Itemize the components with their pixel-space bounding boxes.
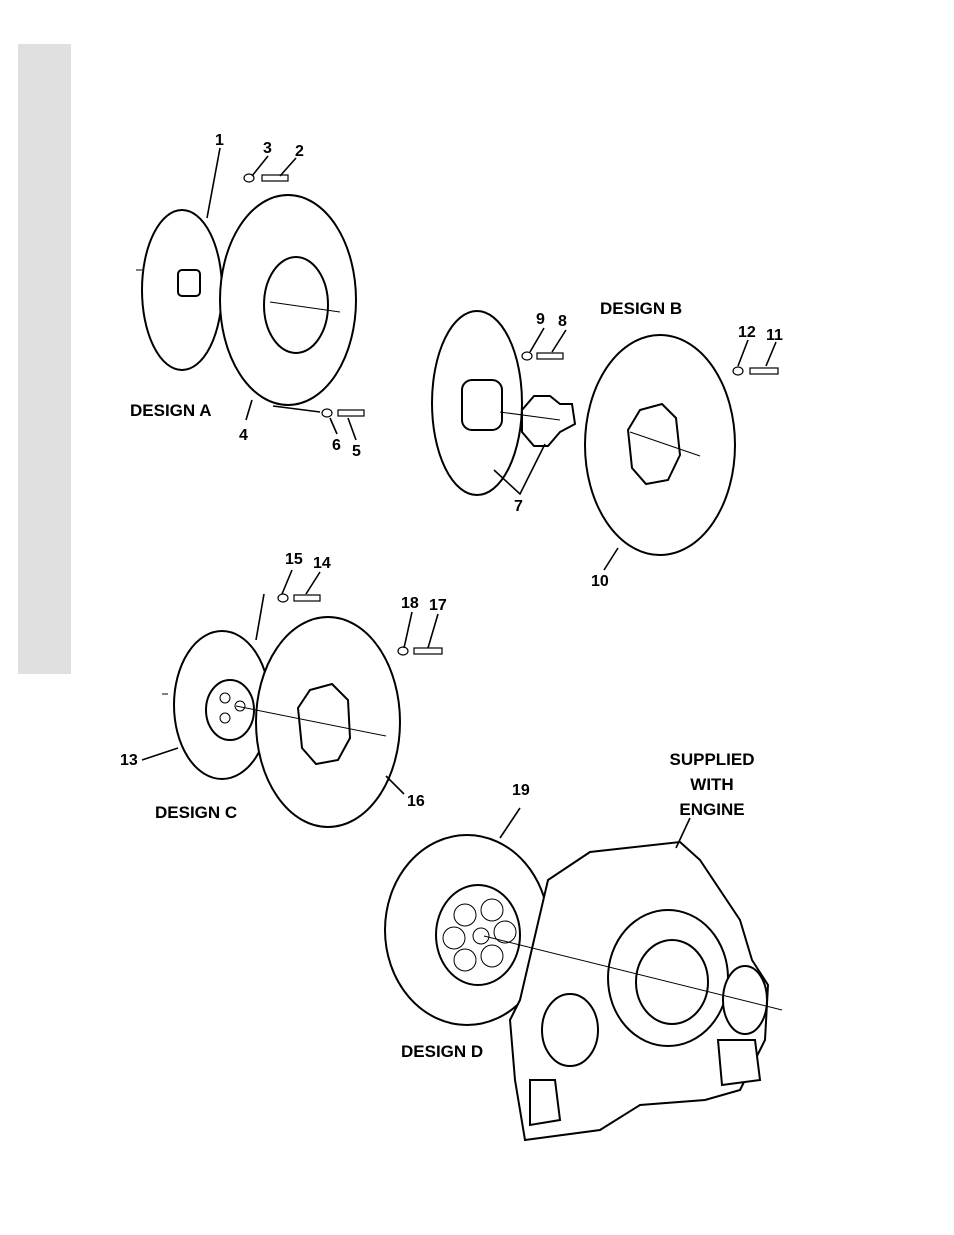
callout-10: 10 xyxy=(591,573,609,590)
callout-5: 5 xyxy=(352,443,361,460)
design-d-label: DESIGN D xyxy=(401,1042,483,1061)
design-c-label: DESIGN C xyxy=(155,803,237,822)
callout-15: 15 xyxy=(285,551,303,568)
callout-9: 9 xyxy=(536,311,545,328)
callout-16: 16 xyxy=(407,793,425,810)
callout-8: 8 xyxy=(558,313,567,330)
design-b-assembly xyxy=(432,311,778,570)
hub-1 xyxy=(178,270,200,296)
callout-19: 19 xyxy=(512,782,530,799)
callout-17: 17 xyxy=(429,597,447,614)
callout-3: 3 xyxy=(263,140,272,157)
disc-4-bore xyxy=(264,257,328,353)
callout-7: 7 xyxy=(514,498,523,515)
callout-13: 13 xyxy=(120,752,138,769)
design-c-assembly xyxy=(142,570,442,827)
callout-6: 6 xyxy=(332,437,341,454)
supplied-line-3: ENGINE xyxy=(679,800,744,819)
callout-12: 12 xyxy=(738,324,756,341)
callout-1: 1 xyxy=(215,132,224,149)
design-b-label: DESIGN B xyxy=(600,299,682,318)
coupling-7 xyxy=(522,396,575,446)
callout-14: 14 xyxy=(313,555,331,572)
design-a-label: DESIGN A xyxy=(130,401,212,420)
callout-2: 2 xyxy=(295,143,304,160)
design-d-assembly xyxy=(385,808,782,1140)
supplied-line-1: SUPPLIED xyxy=(669,750,754,769)
supplied-line-2: WITH xyxy=(690,775,733,794)
callout-4: 4 xyxy=(239,427,248,444)
callout-11: 11 xyxy=(766,327,783,344)
design-a-assembly xyxy=(136,148,364,440)
callout-18: 18 xyxy=(401,595,419,612)
